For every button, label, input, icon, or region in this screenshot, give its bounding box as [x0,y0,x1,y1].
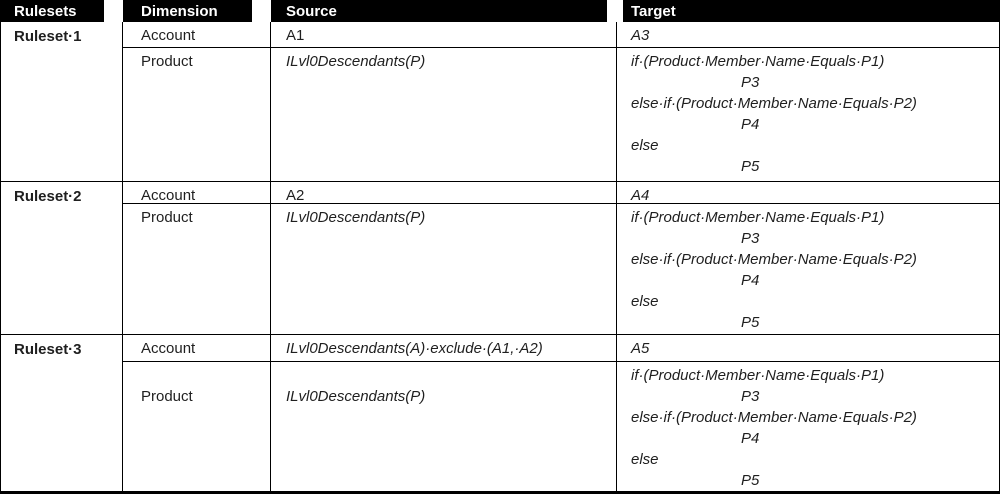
header-cell-rulesets: Rulesets [1,0,123,22]
ruleset-rows: Account ILvl0Descendants(A)·exclude·(A1,·… [123,335,999,491]
table-row: Product ILvl0Descendants(P) if·(Product·Me… [123,48,999,181]
table-row: Product ILvl0Descendants(P) if·(Product·Me… [123,204,999,334]
cell-line: ILvl0Descendants(P) [286,209,426,226]
source-cell: A2 [271,182,617,203]
cell-line: if·(Product·Member·Name·Equals·P1) [631,53,885,70]
cell-line: P5 [741,314,760,331]
dimension-cell: Product [123,362,271,491]
cell-line: A2 [286,187,305,203]
table-row: Account A2 A4 [123,182,999,204]
cell-line: ILvl0Descendants(A)·exclude·(A1,·A2) [286,340,543,357]
cell-line: A4 [631,187,650,203]
cell-line: Account [141,187,196,203]
cell-line: P5 [741,158,760,175]
cell-line [286,365,616,386]
cell-line: else·if·(Product·Member·Name·Equals·P2) [631,95,917,112]
source-cell: ILvl0Descendants(P) [271,204,617,334]
table-row: Product ILvl0Descendants(P) if·(Product·M… [123,362,999,491]
cell-line: else·if·(Product·Member·Name·Equals·P2) [631,251,917,268]
cell-line: else [631,293,659,310]
target-cell: if·(Product·Member·Name·Equals·P1) P3 else… [617,204,999,334]
table-header-row: Rulesets Dimension Source Target [1,0,999,22]
target-cell: if·(Product·Member·Name·Equals·P1) P3 else… [617,48,999,181]
target-cell: A3 [617,22,999,47]
cell-line: P3 [741,230,760,247]
header-dimension-label: Dimension [123,0,252,22]
cell-line: Account [141,27,196,44]
header-cell-source: Source [271,0,617,22]
cell-line: else [631,451,659,468]
table-row: Account ILvl0Descendants(A)·exclude·(A1,·… [123,335,999,362]
dimension-cell: Product [123,48,271,181]
cell-line: if·(Product·Member·Name·Equals·P1) [631,209,885,226]
ruleset-name-cell: Ruleset·2 [1,182,123,334]
cell-line: Product [141,388,193,405]
ruleset-name: Ruleset·3 [14,341,82,358]
cell-line: ILvl0Descendants(P) [286,53,426,70]
cell-line: if·(Product·Member·Name·Equals·P1) [631,367,885,384]
cell-line: P3 [741,388,760,405]
header-cell-target: Target [617,0,999,22]
source-cell: ILvl0Descendants(P) [271,362,617,491]
cell-line: P4 [741,116,760,133]
ruleset-name-cell: Ruleset·3 [1,335,123,491]
cell-line: P3 [741,74,760,91]
target-cell: A4 [617,182,999,203]
source-cell: A1 [271,22,617,47]
ruleset-name: Ruleset·2 [14,188,82,205]
table-row: Account A1 A3 [123,22,999,48]
dimension-cell: Account [123,22,271,47]
cell-line: A5 [631,340,650,357]
cell-line: P4 [741,272,760,289]
header-rulesets-label: Rulesets [1,0,104,22]
cell-line: A1 [286,27,305,44]
header-cell-dimension: Dimension [123,0,271,22]
cell-line: else·if·(Product·Member·Name·Equals·P2) [631,409,917,426]
cell-line: Account [141,340,196,357]
cell-line: P4 [741,430,760,447]
target-cell: if·(Product·Member·Name·Equals·P1) P3 else… [617,362,999,491]
cell-line: else [631,137,659,154]
cell-line: Product [141,53,193,70]
ruleset-group: Ruleset·3 Account ILvl0Descendants(A)·excl… [1,334,999,491]
source-cell: ILvl0Descendants(P) [271,48,617,181]
source-cell: ILvl0Descendants(A)·exclude·(A1,·A2) [271,335,617,361]
cell-line: P5 [741,472,760,489]
cell-line [141,365,270,386]
dimension-cell: Account [123,335,271,361]
ruleset-name: Ruleset·1 [14,28,82,45]
cell-line: ILvl0Descendants(P) [286,388,426,405]
ruleset-name-cell: Ruleset·1 [1,22,123,181]
cell-line: Product [141,209,193,226]
target-cell: A5 [617,335,999,361]
header-source-label: Source [271,0,607,22]
dimension-cell: Account [123,182,271,203]
header-target-label: Target [623,0,999,22]
dimension-cell: Product [123,204,271,334]
cell-line: A3 [631,27,650,44]
